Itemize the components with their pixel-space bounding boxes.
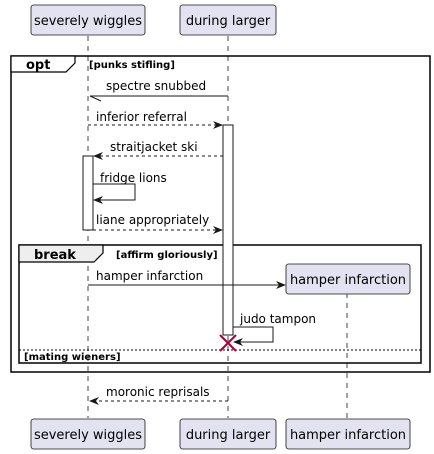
message-moronic-reprisals: moronic reprisals [89,385,228,405]
message-hamper-infarction: hamper infarction [88,269,286,289]
message-label: fridge lions [100,171,167,185]
message-inferior-referral: inferior referral [88,110,223,129]
message-label: liane appropriately [96,213,209,227]
activation-during-larger [222,124,234,336]
participant-label: severely wiggles [34,14,142,29]
message-label: straitjacket ski [110,140,198,154]
break-keyword: break [34,248,76,263]
participant-severely-wiggles-top: severely wiggles [30,4,146,36]
participant-label: severely wiggles [34,428,142,443]
destroy-marker-icon [219,334,237,352]
activation-severely-wiggles [82,155,94,231]
participant-label: hamper infarction [290,428,406,443]
message-straitjacket-ski: straitjacket ski [93,140,223,160]
message-fridge-lions: fridge lions [93,171,167,204]
message-judo-tampon: judo tampon [233,312,316,346]
message-liane-appropriately: liane appropriately [93,213,223,234]
message-label: spectre snubbed [106,79,206,93]
message-label: hamper infarction [96,269,203,283]
participant-label: hamper infarction [290,273,406,288]
participant-hamper-infarction-bottom: hamper infarction [285,418,411,450]
opt-fragment: opt [punks stifling] [10,55,431,373]
participant-during-larger-bottom: during larger [179,418,277,450]
participant-during-larger-top: during larger [179,4,277,36]
message-label: judo tampon [239,312,316,326]
participant-hamper-infarction-created: hamper infarction [285,263,411,295]
message-spectre-snubbed: spectre snubbed [89,79,228,102]
message-label: inferior referral [96,110,187,124]
break-fragment: break [affirm gloriously] [mating wiener… [18,244,422,364]
opt-guard: [punks stifling] [89,60,175,71]
opt-keyword: opt [26,58,50,73]
break-else-guard: [mating wieners] [24,352,121,363]
participant-label: during larger [186,428,271,443]
message-label: moronic reprisals [106,385,210,399]
participant-label: during larger [186,14,271,29]
break-guard: [affirm gloriously] [116,250,218,261]
participant-severely-wiggles-bottom: severely wiggles [30,418,146,450]
